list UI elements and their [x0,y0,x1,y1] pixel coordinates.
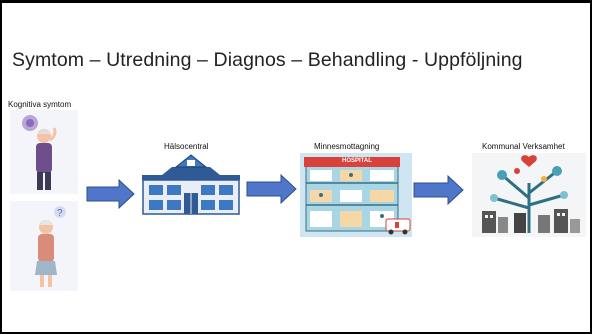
label-kommunal-verksamhet: Kommunal Verksamhet [482,142,565,151]
flow-arrow-3 [413,174,464,206]
slide-title: Symtom – Utredning – Diagnos – Behandlin… [12,49,523,71]
flow-arrow-2 [246,173,297,205]
flow-arrow-1 [86,178,135,210]
hospital-sign: HOSPITAL [342,158,372,164]
health-center-building-icon [140,153,242,215]
municipal-services-tree-icon [472,153,586,237]
hospital-building-icon [300,153,412,237]
svg-text:?: ? [57,208,63,219]
label-minnesmottagning: Minnesmottagning [314,142,380,151]
label-kognitiva-symtom: Kognitiva symtom [8,100,72,109]
elderly-man-confused-icon [10,110,78,194]
elderly-woman-confused-icon: ? [10,201,78,291]
label-halsocentral: Hälsocentral [164,142,209,151]
